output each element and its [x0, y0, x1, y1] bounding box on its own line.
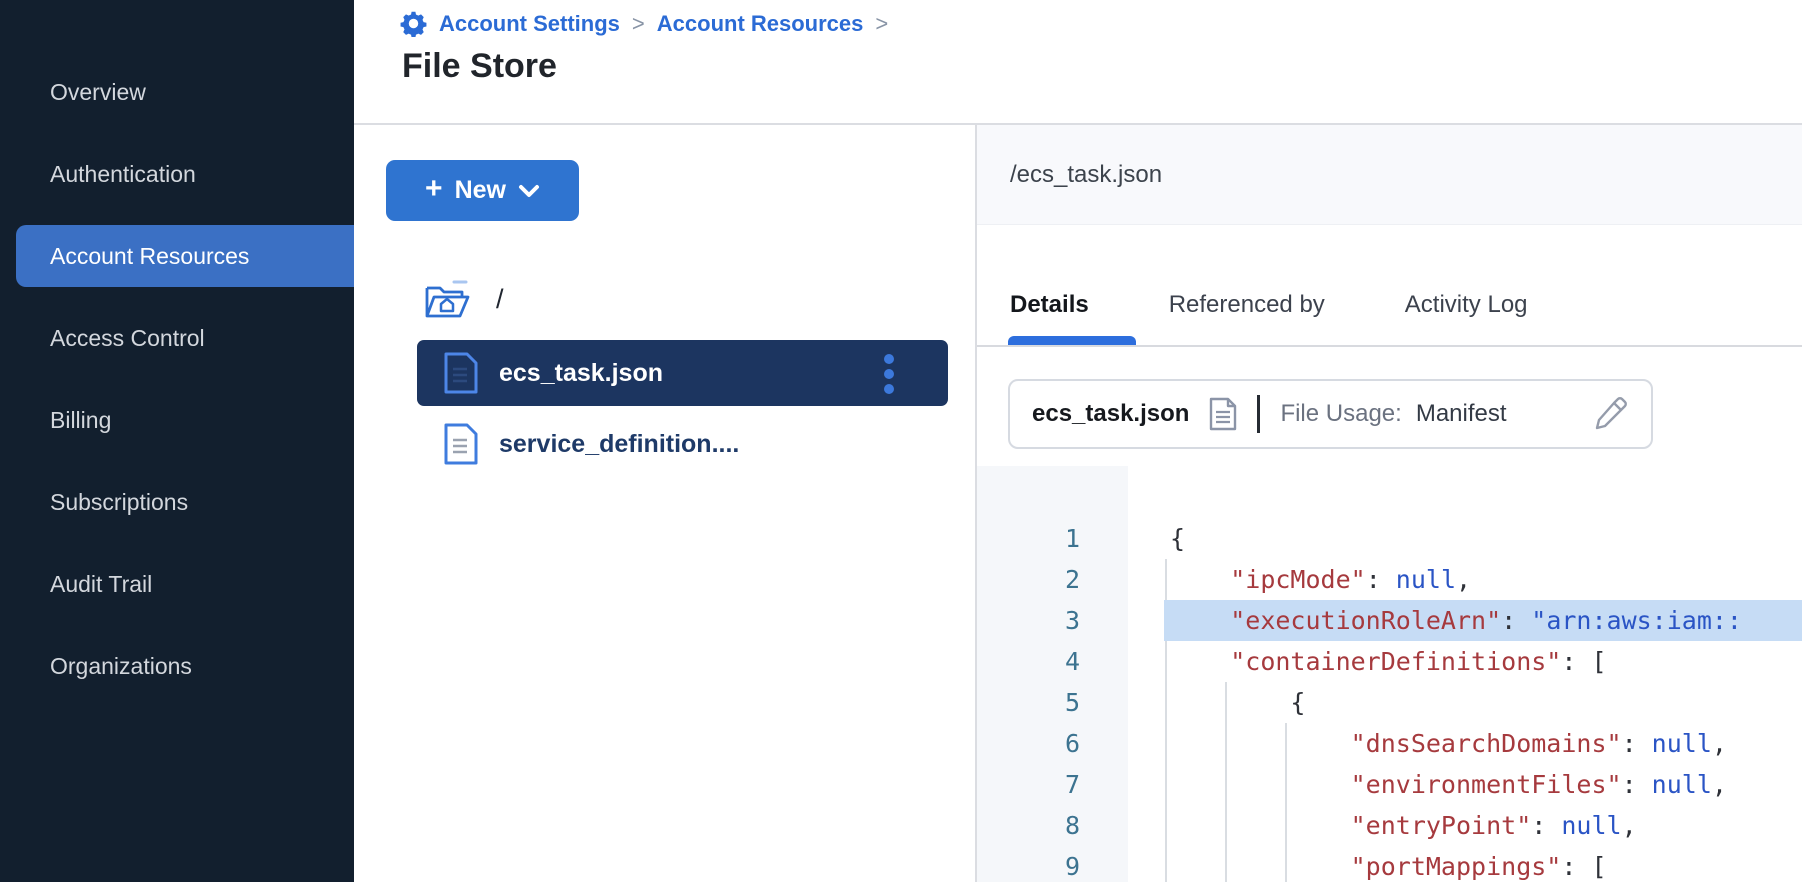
document-icon — [1210, 397, 1237, 431]
code-line: "entryPoint": null, — [1350, 811, 1637, 840]
sidebar-item-organizations[interactable]: Organizations — [0, 625, 354, 707]
file-name: ecs_task.json — [499, 358, 663, 387]
sidebar-item-label: Audit Trail — [50, 570, 153, 597]
breadcrumb-account-settings[interactable]: Account Settings — [439, 10, 620, 36]
plus-icon: + — [425, 172, 443, 205]
tab-bar: Details Referenced by Activity Log — [977, 225, 1802, 347]
sidebar-item-label: Authentication — [50, 160, 196, 187]
file-usage-value: Manifest — [1415, 400, 1507, 427]
indent-guide — [1225, 682, 1227, 882]
sidebar-item-account-resources[interactable]: Account Resources — [16, 225, 354, 287]
line-number: 4 — [1064, 647, 1080, 676]
indent-guide — [1285, 723, 1287, 882]
sidebar-item-label: Account Resources — [50, 242, 250, 269]
tab-activity-log[interactable]: Activity Log — [1404, 291, 1528, 318]
code-line: "containerDefinitions": [ — [1230, 647, 1607, 676]
sidebar-item-audit-trail[interactable]: Audit Trail — [0, 543, 354, 625]
tab-details[interactable]: Details — [1010, 291, 1089, 318]
page-header: Account Settings > Account Resources > F… — [354, 0, 1802, 125]
code-line: "portMappings": [ — [1350, 852, 1607, 881]
file-icon — [444, 352, 478, 394]
line-number: 8 — [1064, 811, 1080, 840]
file-info-card: ecs_task.json File Usage: Manifest — [1008, 379, 1653, 449]
file-name: service_definition.... — [499, 429, 740, 458]
breadcrumb-separator: > — [875, 10, 889, 36]
card-divider — [1257, 395, 1261, 433]
code-line: "ipcMode": null, — [1230, 565, 1472, 594]
active-tab-indicator — [1008, 336, 1136, 345]
file-detail-panel: /ecs_task.json Details Referenced by Activ… — [975, 125, 1802, 882]
file-path-bar: /ecs_task.json — [977, 125, 1802, 225]
sidebar-item-access-control[interactable]: Access Control — [0, 297, 354, 379]
indent-guide — [1165, 559, 1167, 882]
line-number: 9 — [1064, 852, 1080, 881]
card-filename: ecs_task.json — [1032, 400, 1190, 427]
line-number: 1 — [1064, 524, 1080, 553]
sidebar-item-overview[interactable]: Overview — [0, 51, 354, 133]
code-line: "dnsSearchDomains": null, — [1350, 729, 1727, 758]
sidebar-item-subscriptions[interactable]: Subscriptions — [0, 461, 354, 543]
line-number: 7 — [1064, 770, 1080, 799]
code-line: "environmentFiles": null, — [1350, 770, 1727, 799]
line-number-gutter: 1 2 3 4 5 6 7 8 9 — [977, 466, 1128, 882]
new-button[interactable]: + New — [386, 160, 579, 221]
file-row-ecs-task-json[interactable]: ecs_task.json — [417, 340, 948, 406]
code-pane: { "ipcMode": null, "executionRoleArn": "… — [1128, 466, 1802, 882]
file-path: /ecs_task.json — [1010, 160, 1163, 188]
edit-pencil-icon[interactable] — [1591, 395, 1629, 433]
code-viewer: 1 2 3 4 5 6 7 8 9 { "ipcMode": null, "executionR… — [977, 466, 1802, 882]
sidebar-item-label: Organizations — [50, 652, 192, 679]
sidebar-item-label: Subscriptions — [50, 488, 189, 515]
page-title: File Store — [402, 47, 557, 85]
code-line-highlighted: "executionRoleArn": "arn:aws:iam:: — [1164, 600, 1802, 641]
line-number: 5 — [1064, 688, 1080, 717]
tab-items: Details Referenced by Activity Log — [1010, 291, 1608, 319]
breadcrumb: Account Settings > Account Resources > — [400, 10, 1802, 37]
tab-referenced-by[interactable]: Referenced by — [1168, 291, 1325, 318]
chevron-down-icon — [518, 184, 539, 197]
sidebar-item-label: Billing — [50, 406, 112, 433]
sidebar-item-billing[interactable]: Billing — [0, 379, 354, 461]
folder-root[interactable]: / — [424, 278, 504, 320]
file-usage-label: File Usage: — [1280, 400, 1402, 427]
breadcrumb-separator: > — [631, 10, 645, 36]
new-button-label: New — [454, 176, 506, 204]
code-line: { — [1170, 524, 1186, 553]
file-icon — [444, 423, 478, 465]
line-number: 3 — [1064, 606, 1080, 635]
main-area: Account Settings > Account Resources > F… — [354, 0, 1802, 882]
file-row-service-definition[interactable]: service_definition.... — [417, 413, 948, 475]
root-folder-label: / — [496, 283, 504, 314]
breadcrumb-account-resources[interactable]: Account Resources — [656, 10, 864, 36]
line-number: 2 — [1064, 565, 1080, 594]
kebab-menu-icon[interactable] — [877, 354, 901, 394]
sidebar-item-label: Overview — [50, 78, 146, 105]
line-number: 6 — [1064, 729, 1080, 758]
code-rows: { "ipcMode": null, "executionRoleArn": "… — [1164, 518, 1802, 882]
sidebar-item-label: Access Control — [50, 324, 205, 351]
gear-icon — [400, 11, 427, 37]
sidebar-item-authentication[interactable]: Authentication — [0, 133, 354, 215]
code-line: { — [1170, 688, 1306, 717]
home-folder-icon — [425, 280, 470, 318]
